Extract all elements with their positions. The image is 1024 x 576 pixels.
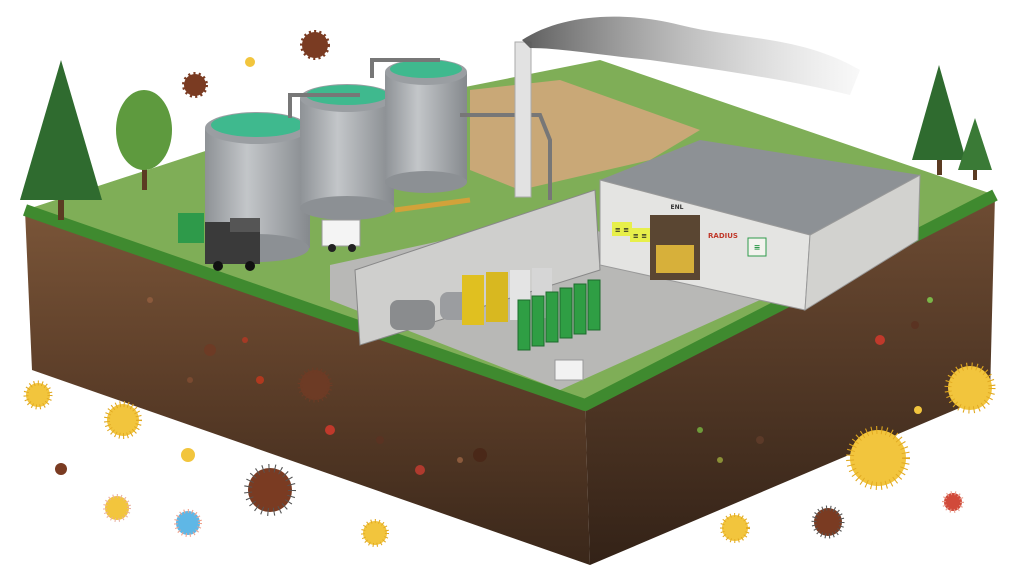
microbe-icon	[181, 448, 195, 462]
pipes	[288, 58, 552, 213]
chimney-icon	[514, 41, 532, 198]
microbe-icon	[846, 426, 910, 490]
microbe-icon	[182, 72, 208, 98]
building-icon	[599, 140, 921, 311]
top-door-sign: ENL	[671, 204, 684, 211]
microbe-icon	[244, 464, 296, 516]
microbe-icon	[811, 505, 845, 539]
soil-particles	[147, 297, 933, 475]
small-crate	[554, 359, 584, 381]
side-sign: ≡	[754, 243, 761, 252]
tree-icon	[20, 60, 102, 220]
service-vehicle	[321, 219, 361, 252]
tree-icon	[116, 90, 172, 190]
microbe-icon	[914, 406, 922, 414]
tree-icon	[912, 65, 966, 175]
tank-icon	[385, 59, 467, 193]
microbe-icon	[942, 491, 964, 513]
gas-cylinders	[517, 279, 601, 351]
microbe-icon	[720, 513, 750, 543]
green-bin	[178, 213, 204, 243]
tank-icon	[300, 84, 394, 220]
microbe-icon	[104, 401, 142, 439]
microbe-icon	[245, 57, 255, 67]
soil-right-face	[585, 195, 995, 565]
microbe-icon	[55, 463, 67, 475]
microbe-icon	[174, 509, 202, 537]
microbe-icon	[944, 362, 996, 414]
smoke-plume	[522, 16, 860, 95]
microbe-icon	[103, 494, 131, 522]
microbe-icon	[23, 380, 53, 410]
truck-icon	[205, 218, 260, 271]
tree-icon	[958, 118, 992, 180]
right-door-sign: ≡ ≡	[633, 232, 647, 240]
left-door-sign: ≡ ≡	[615, 226, 629, 234]
microbe-icon	[300, 30, 330, 60]
microbe-icon	[361, 519, 389, 547]
wall-sign: RADIUS	[708, 232, 738, 240]
microbe-icon	[297, 367, 333, 403]
